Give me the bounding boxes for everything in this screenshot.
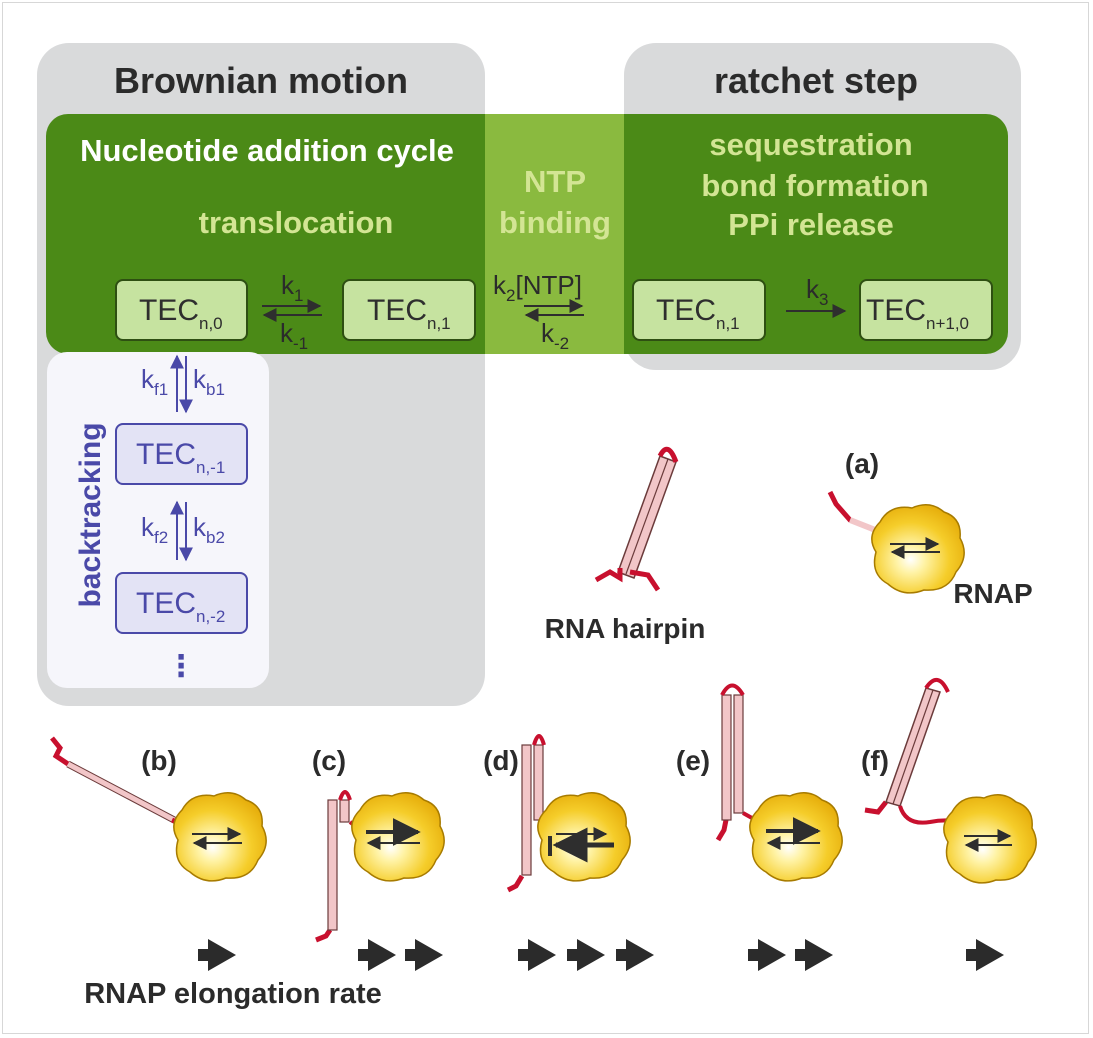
brownian-motion-title: Brownian motion (114, 60, 408, 101)
translocation-label: translocation (199, 205, 394, 240)
label-f: (f) (861, 745, 889, 776)
ellipsis: ⋮ (166, 650, 196, 683)
label-d: (d) (483, 745, 519, 776)
label-c: (c) (312, 745, 346, 776)
elongation-arrow-d3 (616, 939, 654, 971)
kf1-label: kf1 (141, 364, 168, 399)
tec-n-minus1-label: TECn,-1 (136, 438, 225, 477)
tec-n1-0-box (859, 279, 993, 341)
elongation-arrow-b1 (198, 939, 236, 971)
backtracking-label: backtracking (74, 422, 107, 607)
tec-n0-box (115, 279, 248, 341)
rnap-a-illustration (827, 490, 965, 594)
kb2-label: kb2 (193, 512, 225, 547)
rnap-f-illustration (864, 678, 1037, 884)
elongation-arrow-d2 (567, 939, 605, 971)
k3-label: k3 (806, 274, 828, 309)
tec-n-minus1-box (115, 423, 248, 485)
elongation-arrow-c2 (405, 939, 443, 971)
nucleotide-addition-cycle-title: Nucleotide addition cycle (80, 133, 454, 168)
rnap-label: RNAP (953, 578, 1032, 609)
rnap-b-illustration (50, 736, 267, 882)
ppi-release-label: PPi release (728, 207, 893, 242)
binding-label: binding (499, 205, 611, 240)
kb1-label: kb1 (193, 364, 225, 399)
ntp-label: NTP (524, 164, 586, 199)
tec-n-minus2-label: TECn,-2 (136, 587, 225, 626)
rnap-c-illustration (315, 790, 445, 943)
k1-equilibrium-arrows (262, 299, 322, 322)
sequestration-label: sequestration (709, 127, 912, 162)
k1-label: k1 (281, 270, 303, 305)
label-a: (a) (845, 448, 879, 479)
k2-equilibrium-arrows (524, 299, 584, 322)
tec-n0-label: TECn,0 (139, 294, 223, 333)
label-e: (e) (676, 745, 710, 776)
label-b: (b) (141, 745, 177, 776)
rnap-d-illustration (506, 734, 631, 893)
elongation-arrow-f1 (966, 939, 1004, 971)
tec-n1-box-ntp-bound (632, 279, 766, 341)
elongation-arrow-c1 (358, 939, 396, 971)
tec-n1-label-translocated: TECn,1 (367, 294, 451, 333)
kf2-label: kf2 (141, 512, 168, 547)
kf1-kb1-arrows (170, 354, 193, 414)
elongation-rate-label: RNAP elongation rate (84, 978, 382, 1010)
rnap-e-illustration (715, 683, 843, 882)
elongation-arrow-d1 (518, 939, 556, 971)
tec-n1-0-label: TECn+1,0 (866, 294, 969, 333)
k-minus1-label: k-1 (280, 318, 308, 353)
tec-n-minus2-box (115, 572, 248, 634)
rna-hairpin-illustration (594, 446, 679, 592)
kf2-kb2-arrows (170, 500, 193, 562)
elongation-arrow-e1 (748, 939, 786, 971)
k2-ntp-label: k2[NTP] (493, 270, 582, 305)
k-minus2-label: k-2 (541, 318, 569, 353)
tec-n1-label-ntp-bound: TECn,1 (656, 294, 740, 333)
elongation-arrow-e2 (795, 939, 833, 971)
rna-hairpin-label: RNA hairpin (545, 613, 706, 644)
tec-n1-box-translocated (342, 279, 476, 341)
bond-formation-label: bond formation (701, 168, 928, 203)
ratchet-step-title: ratchet step (714, 60, 918, 101)
